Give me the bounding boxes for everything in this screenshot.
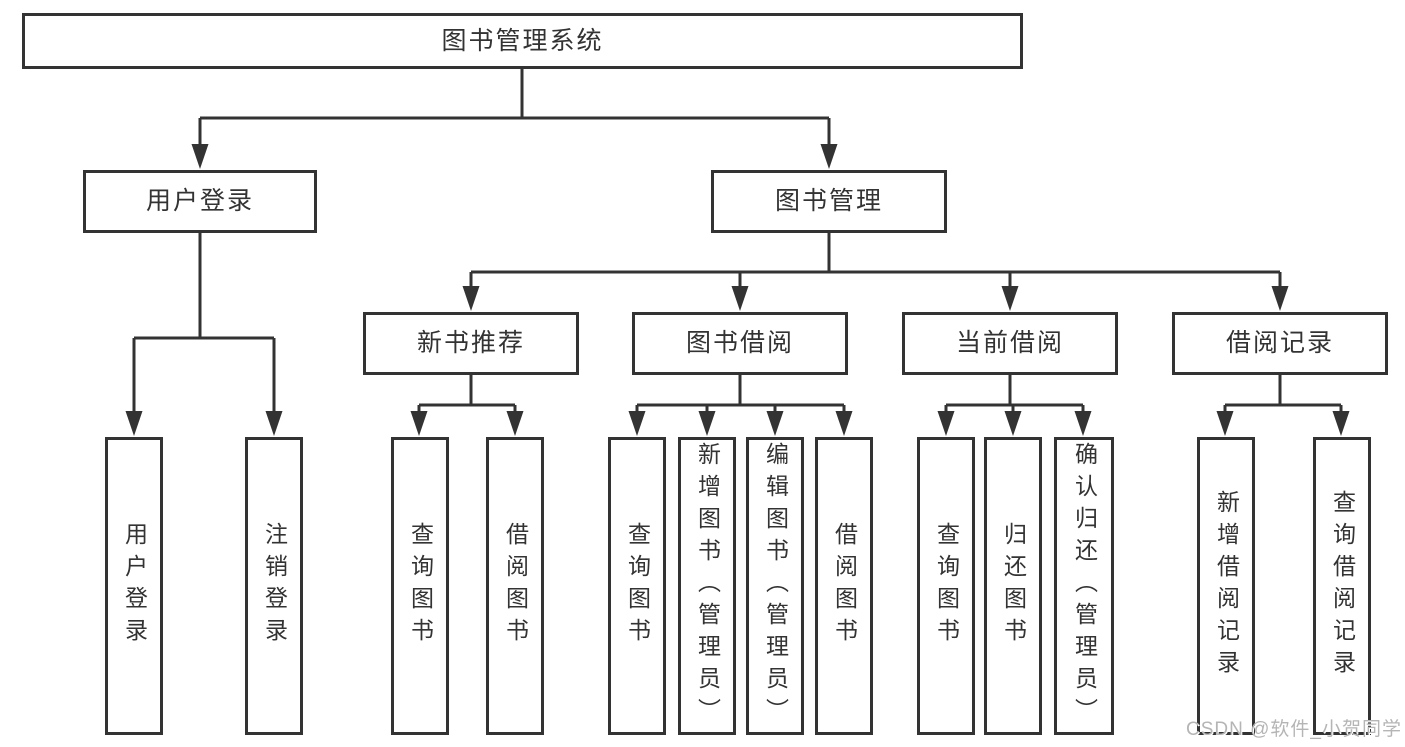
connector-borrow-record-children: [1223, 375, 1343, 412]
node-book-management: 图书管理: [711, 170, 947, 233]
node-borrow-records: 借阅记录: [1172, 312, 1388, 375]
node-user-login: 用户登录: [83, 170, 317, 233]
node-new-book-recommend: 新书推荐: [363, 312, 579, 375]
leaf-new-book-query: 查询图书: [391, 437, 449, 735]
csdn-watermark: CSDN @软件_小贺同学: [1186, 719, 1402, 740]
leaf-add-borrow-record: 新增借阅记录: [1197, 437, 1255, 735]
leaf-borrow-books: 借阅图书: [815, 437, 873, 735]
leaf-borrow-books-label: 借阅图书: [831, 522, 858, 650]
leaf-edit-books-admin-label: 编辑图书（管理员）: [762, 442, 789, 730]
leaf-logout: 注销登录: [245, 437, 303, 735]
leaf-confirm-return-admin-label: 确认归还（管理员）: [1071, 442, 1098, 730]
leaf-edit-books-admin: 编辑图书（管理员）: [746, 437, 804, 735]
leaf-confirm-return-admin: 确认归还（管理员）: [1054, 437, 1114, 735]
node-library-management-system: 图书管理系统: [22, 13, 1023, 69]
leaf-borrow-query-books-label: 查询图书: [624, 522, 651, 650]
connector-book-borrow-children: [635, 375, 846, 412]
leaf-new-book-borrow: 借阅图书: [486, 437, 544, 735]
leaf-logout-label: 注销登录: [261, 522, 288, 650]
leaf-add-books-admin-label: 新增图书（管理员）: [694, 442, 721, 730]
node-current-borrow: 当前借阅: [902, 312, 1118, 375]
leaf-current-query-books: 查询图书: [917, 437, 975, 735]
connector-user-login-children: [132, 233, 276, 412]
connector-book-management-children: [469, 233, 1282, 288]
leaf-borrow-query-books: 查询图书: [608, 437, 666, 735]
connector-current-borrow-children: [944, 375, 1085, 412]
node-book-borrow: 图书借阅: [632, 312, 848, 375]
leaf-user-login: 用户登录: [105, 437, 163, 735]
arrowheads: [125, 144, 1350, 436]
leaf-new-book-borrow-label: 借阅图书: [502, 522, 529, 650]
leaf-query-borrow-record: 查询借阅记录: [1313, 437, 1371, 735]
leaf-add-borrow-record-label: 新增借阅记录: [1213, 490, 1240, 682]
leaf-return-books-label: 归还图书: [1000, 522, 1027, 650]
leaf-new-book-query-label: 查询图书: [407, 522, 434, 650]
leaf-user-login-label: 用户登录: [121, 522, 148, 650]
connector-new-book-children: [417, 375, 517, 412]
leaf-add-books-admin: 新增图书（管理员）: [678, 437, 736, 735]
leaf-current-query-books-label: 查询图书: [933, 522, 960, 650]
leaf-query-borrow-record-label: 查询借阅记录: [1329, 490, 1356, 682]
leaf-return-books: 归还图书: [984, 437, 1042, 735]
connector-root-to-level2: [198, 69, 831, 145]
